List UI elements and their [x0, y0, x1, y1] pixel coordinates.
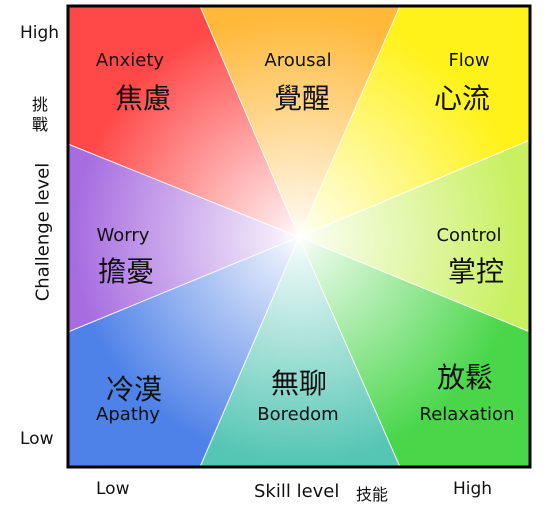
- arousal-label-zh: 覺醒: [273, 82, 331, 115]
- sector-divider: [298, 139, 531, 238]
- sector-divider: [67, 143, 300, 238]
- flow-label: Flow: [448, 50, 490, 71]
- worry-label: Worry: [96, 225, 150, 246]
- x-axis-high-label: High: [453, 479, 493, 499]
- control-label-zh: 掌控: [447, 255, 505, 288]
- sector-divider: [199, 5, 300, 238]
- x-axis-title: Skill level: [254, 481, 340, 502]
- sector-divider: [298, 236, 531, 333]
- apathy-label-zh: 冷漠: [105, 373, 163, 406]
- sector-divider: [199, 236, 300, 468]
- sector-divider: [298, 5, 401, 238]
- y-axis-title-zh: 挑戰: [31, 95, 48, 134]
- y-axis-high-label: High: [20, 23, 60, 43]
- diagram-frame: [66, 4, 532, 469]
- arousal-label: Arousal: [264, 50, 332, 71]
- control-label: Control: [436, 225, 502, 246]
- apathy-label: Apathy: [96, 404, 160, 425]
- anxiety-label-zh: 焦慮: [114, 82, 172, 115]
- sector-divider: [298, 236, 401, 468]
- anxiety-label: Anxiety: [95, 50, 165, 71]
- y-axis-low-label: Low: [20, 429, 54, 449]
- relaxation-label-zh: 放鬆: [436, 361, 494, 394]
- x-axis-title-zh: 技能: [356, 485, 389, 504]
- x-axis-low-label: Low: [96, 479, 130, 499]
- y-axis-title: Challenge level: [32, 162, 54, 302]
- boredom-label: Boredom: [257, 404, 339, 425]
- worry-label-zh: 擔憂: [97, 255, 155, 288]
- relaxation-label: Relaxation: [419, 404, 515, 425]
- sector-divider: [67, 236, 300, 333]
- boredom-label-zh: 無聊: [270, 367, 328, 400]
- flow-label-zh: 心流: [433, 82, 491, 115]
